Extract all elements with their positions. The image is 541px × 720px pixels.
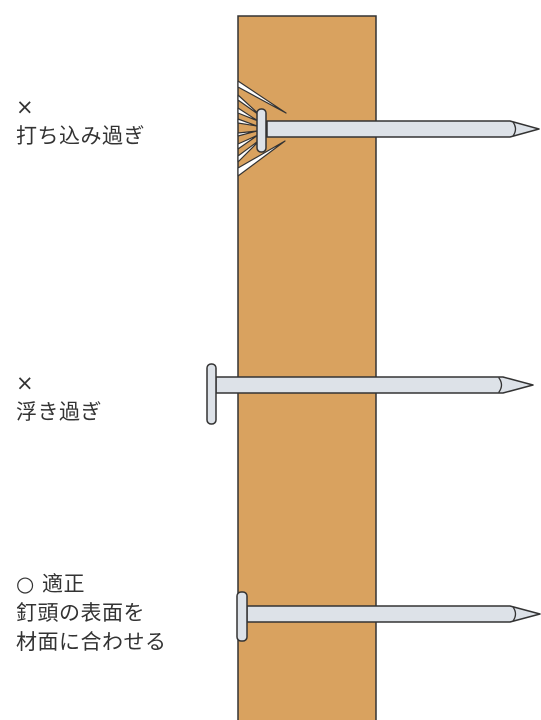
- verdict-mark: ○ 適正: [16, 572, 85, 596]
- case-caption: 釘頭の表面を: [16, 601, 145, 625]
- verdict-mark: ×: [16, 95, 35, 119]
- case-flush-label: ○ 適正 釘頭の表面を 材面に合わせる: [16, 570, 167, 657]
- wood-splinter-marks: [237, 80, 287, 177]
- nail-flush: [236, 591, 541, 642]
- nail-protruding: [206, 363, 534, 425]
- case-caption: 浮き過ぎ: [16, 400, 102, 424]
- verdict-mark: ×: [16, 371, 35, 395]
- case-protruding-label: × 浮き過ぎ: [16, 369, 102, 427]
- case-overdriven-label: × 打ち込み過ぎ: [16, 93, 145, 151]
- nail-overdriven: [237, 80, 540, 177]
- case-caption: 材面に合わせる: [16, 630, 167, 654]
- case-caption: 打ち込み過ぎ: [16, 124, 145, 148]
